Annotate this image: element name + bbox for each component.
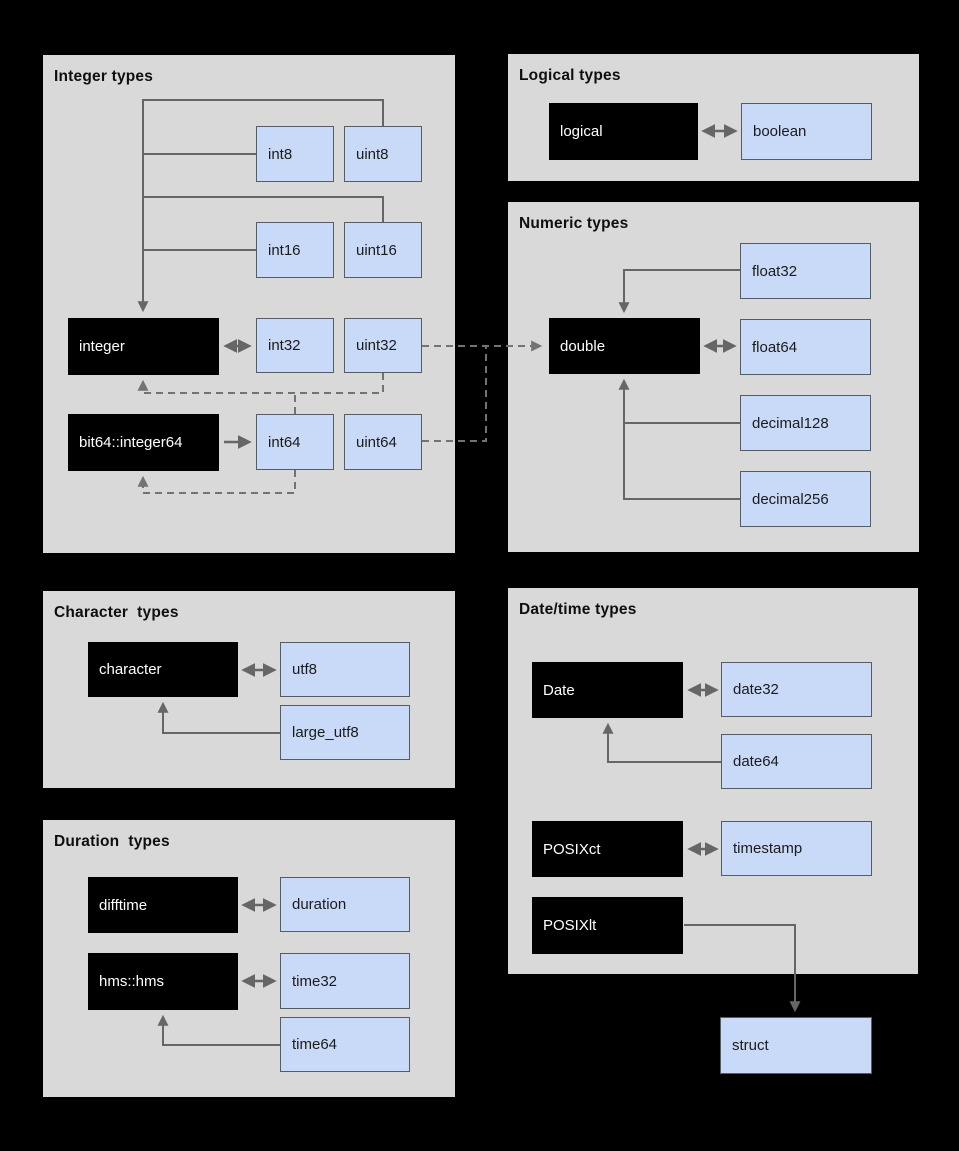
panel-title-logical-types: Logical types — [519, 67, 621, 84]
node-uint32: uint32 — [344, 318, 422, 373]
node-date64-label: date64 — [733, 753, 779, 770]
node-character-label: character — [99, 661, 162, 678]
node-logical: logical — [549, 103, 698, 160]
node-boolean-label: boolean — [753, 123, 807, 140]
node-int16: int16 — [256, 222, 334, 278]
node-decimal256: decimal256 — [740, 471, 871, 527]
node-large-utf8: large_utf8 — [280, 705, 410, 760]
node-struct: struct — [720, 1017, 872, 1074]
node-double: double — [549, 318, 700, 374]
node-integer-label: integer — [79, 338, 125, 355]
node-uint64: uint64 — [344, 414, 422, 470]
node-logical-label: logical — [560, 123, 603, 140]
node-utf8: utf8 — [280, 642, 410, 697]
node-hms-hms: hms::hms — [88, 953, 238, 1010]
node-int32-label: int32 — [268, 337, 301, 354]
panel-title-datetime-types: Date/time types — [519, 601, 637, 618]
node-time64: time64 — [280, 1017, 410, 1072]
node-uint16-label: uint16 — [356, 241, 397, 259]
node-boolean: boolean — [741, 103, 872, 160]
panel-title-duration-types: Duration types — [54, 833, 170, 850]
node-time64-label: time64 — [292, 1036, 338, 1053]
node-posixct-label: POSIXct — [543, 840, 601, 858]
node-time32: time32 — [280, 953, 410, 1009]
node-date32-label: date32 — [733, 681, 779, 698]
node-duration-label: duration — [292, 896, 347, 913]
node-uint8-label: uint8 — [356, 145, 389, 163]
node-posixlt-label: POSIXlt — [543, 917, 597, 934]
node-decimal256-label: decimal256 — [752, 490, 829, 508]
panel-title-integer-types: Integer types — [54, 68, 154, 85]
node-int8-label: int8 — [268, 145, 293, 163]
node-int64: int64 — [256, 414, 334, 470]
node-int8: int8 — [256, 126, 334, 182]
node-int64-label: int64 — [268, 433, 301, 451]
node-float32: float32 — [740, 243, 871, 299]
node-difftime: difftime — [88, 877, 238, 933]
node-uint16: uint16 — [344, 222, 422, 278]
node-bit64-integer64-label: bit64::integer64 — [79, 434, 183, 451]
node-struct-label: struct — [732, 1037, 769, 1054]
node-timestamp-label: timestamp — [733, 840, 803, 857]
node-decimal128: decimal128 — [740, 395, 871, 451]
node-bit64-integer64: bit64::integer64 — [68, 414, 219, 471]
node-double-label: double — [560, 337, 606, 355]
node-time32-label: time32 — [292, 972, 338, 990]
node-difftime-label: difftime — [99, 896, 148, 914]
node-integer: integer — [68, 318, 219, 375]
node-utf8-label: utf8 — [292, 661, 318, 678]
node-date-label: Date — [543, 681, 575, 699]
node-int32: int32 — [256, 318, 334, 373]
node-float32-label: float32 — [752, 262, 798, 280]
panel-title-numeric-types: Numeric types — [519, 215, 629, 232]
node-float64: float64 — [740, 319, 871, 375]
node-int16-label: int16 — [268, 241, 301, 259]
node-uint64-label: uint64 — [356, 433, 397, 451]
node-hms-hms-label: hms::hms — [99, 973, 165, 990]
node-date32: date32 — [721, 662, 872, 717]
node-duration: duration — [280, 877, 410, 932]
node-decimal128-label: decimal128 — [752, 414, 829, 432]
panel-title-character-types: Character types — [54, 604, 179, 621]
node-timestamp: timestamp — [721, 821, 872, 876]
node-date64: date64 — [721, 734, 872, 789]
node-uint32-label: uint32 — [356, 337, 397, 354]
node-posixct: POSIXct — [532, 821, 683, 877]
node-uint8: uint8 — [344, 126, 422, 182]
node-float64-label: float64 — [752, 338, 798, 356]
node-date: Date — [532, 662, 683, 718]
node-large-utf8-label: large_utf8 — [292, 724, 359, 741]
node-character: character — [88, 642, 238, 697]
node-posixlt: POSIXlt — [532, 897, 683, 954]
